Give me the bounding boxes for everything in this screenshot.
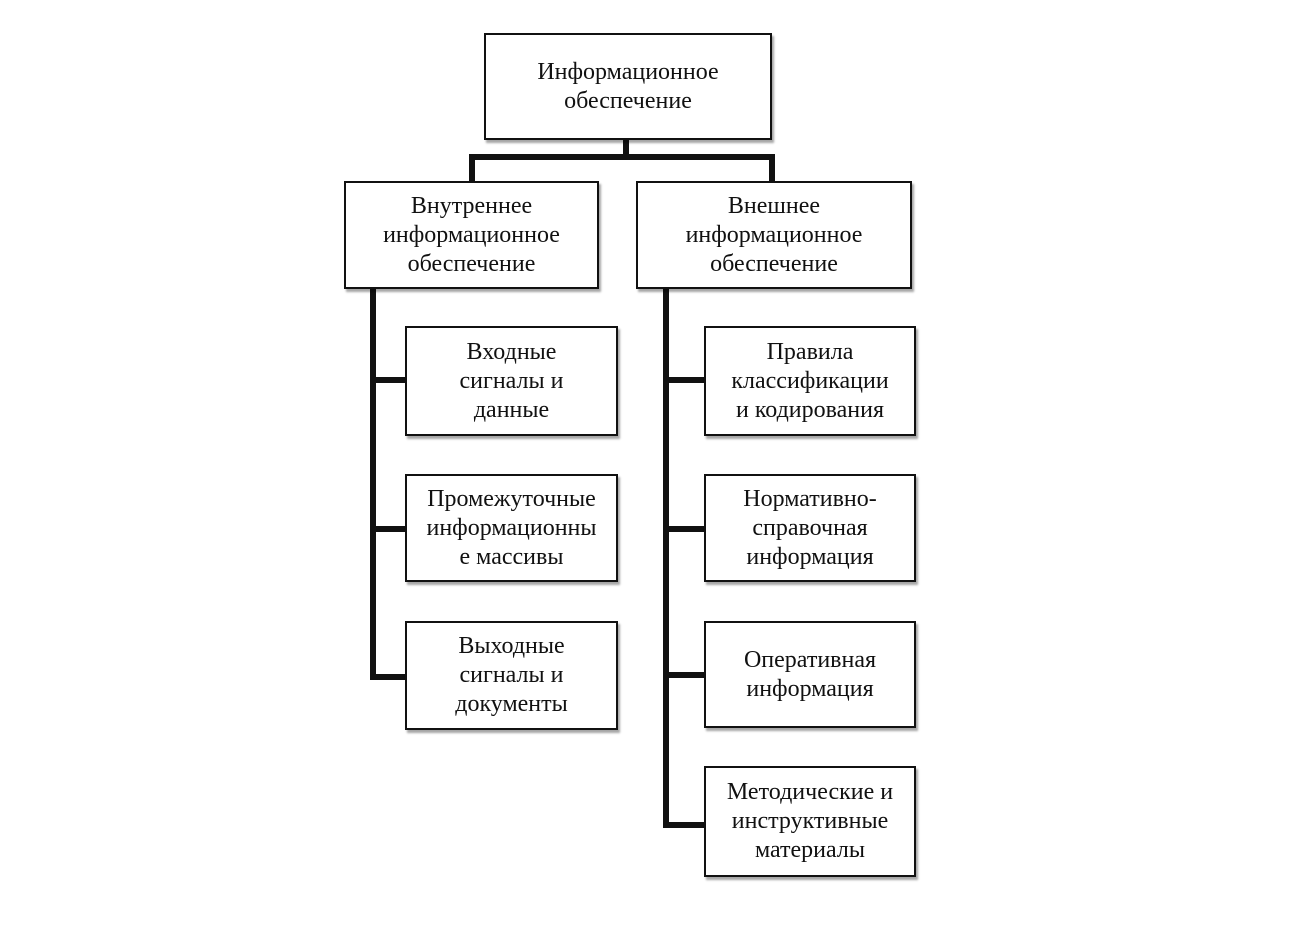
- connector-external-tick-2: [663, 526, 707, 532]
- external-node-line-3: обеспечение: [710, 250, 838, 277]
- internal-child-output: Выходные сигналы и документы: [405, 621, 618, 730]
- external-node-line-1: Внешнее: [727, 192, 821, 219]
- external-child-4-line-3: материалы: [754, 837, 865, 863]
- external-child-1-line-3: и кодирования: [735, 396, 885, 423]
- external-node: Внешнее информационное обеспечение: [636, 181, 912, 289]
- external-child-4-line-1: Методические и: [726, 779, 894, 805]
- external-node-line-2: информационное: [685, 221, 863, 248]
- connector-internal-tick-3: [370, 674, 408, 680]
- internal-child-2-line-2: информационны: [426, 514, 597, 541]
- internal-child-1-line-3: данные: [473, 396, 550, 423]
- connector-internal-tick-1: [370, 377, 408, 383]
- external-child-classification: Правила классификации и кодирования: [704, 326, 916, 436]
- internal-child-3-line-1: Выходные: [458, 633, 565, 659]
- root-node-line-1: Информационное: [537, 58, 719, 85]
- connector-external-tick-4: [663, 822, 707, 828]
- internal-child-input: Входные сигналы и данные: [405, 326, 618, 436]
- connector-level2-bar: [469, 154, 775, 160]
- internal-child-2-line-3: е массивы: [459, 543, 564, 570]
- external-child-1-line-2: классификации: [731, 367, 889, 394]
- external-child-normative: Нормативно- справочная информация: [704, 474, 916, 582]
- external-child-4-line-2: инструктивные: [731, 808, 889, 834]
- connector-internal-drop: [469, 154, 475, 184]
- internal-node: Внутреннее информационное обеспечение: [344, 181, 599, 289]
- internal-child-1-line-2: сигналы и: [459, 367, 564, 394]
- internal-child-intermediate: Промежуточные информационны е массивы: [405, 474, 618, 582]
- internal-child-2-line-1: Промежуточные: [427, 485, 596, 512]
- connector-external-spine: [663, 286, 669, 828]
- internal-node-line-1: Внутреннее: [410, 192, 533, 219]
- external-child-1-line-1: Правила: [766, 338, 854, 365]
- external-child-3-line-2: информация: [746, 675, 874, 702]
- external-child-operational: Оперативная информация: [704, 621, 916, 728]
- connector-external-tick-3: [663, 672, 707, 678]
- internal-child-3-line-3: документы: [455, 691, 568, 717]
- internal-child-3-line-2: сигналы и: [459, 662, 564, 688]
- external-child-2-line-1: Нормативно-: [743, 485, 877, 512]
- internal-child-1-line-1: Входные: [466, 338, 557, 365]
- internal-node-line-3: обеспечение: [407, 250, 536, 277]
- root-node-line-2: обеспечение: [564, 87, 692, 114]
- internal-node-line-2: информационное: [383, 221, 560, 248]
- connector-root-stem: [623, 138, 629, 160]
- connector-external-tick-1: [663, 377, 707, 383]
- external-child-2-line-3: информация: [746, 543, 874, 570]
- external-child-methodological: Методические и инструктивные материалы: [704, 766, 916, 877]
- external-child-2-line-2: справочная: [752, 514, 868, 541]
- connector-internal-tick-2: [370, 526, 408, 532]
- connector-internal-spine: [370, 286, 376, 680]
- root-node: Информационное обеспечение: [484, 33, 772, 140]
- external-child-3-line-1: Оперативная: [743, 646, 877, 673]
- connector-external-drop: [769, 154, 775, 184]
